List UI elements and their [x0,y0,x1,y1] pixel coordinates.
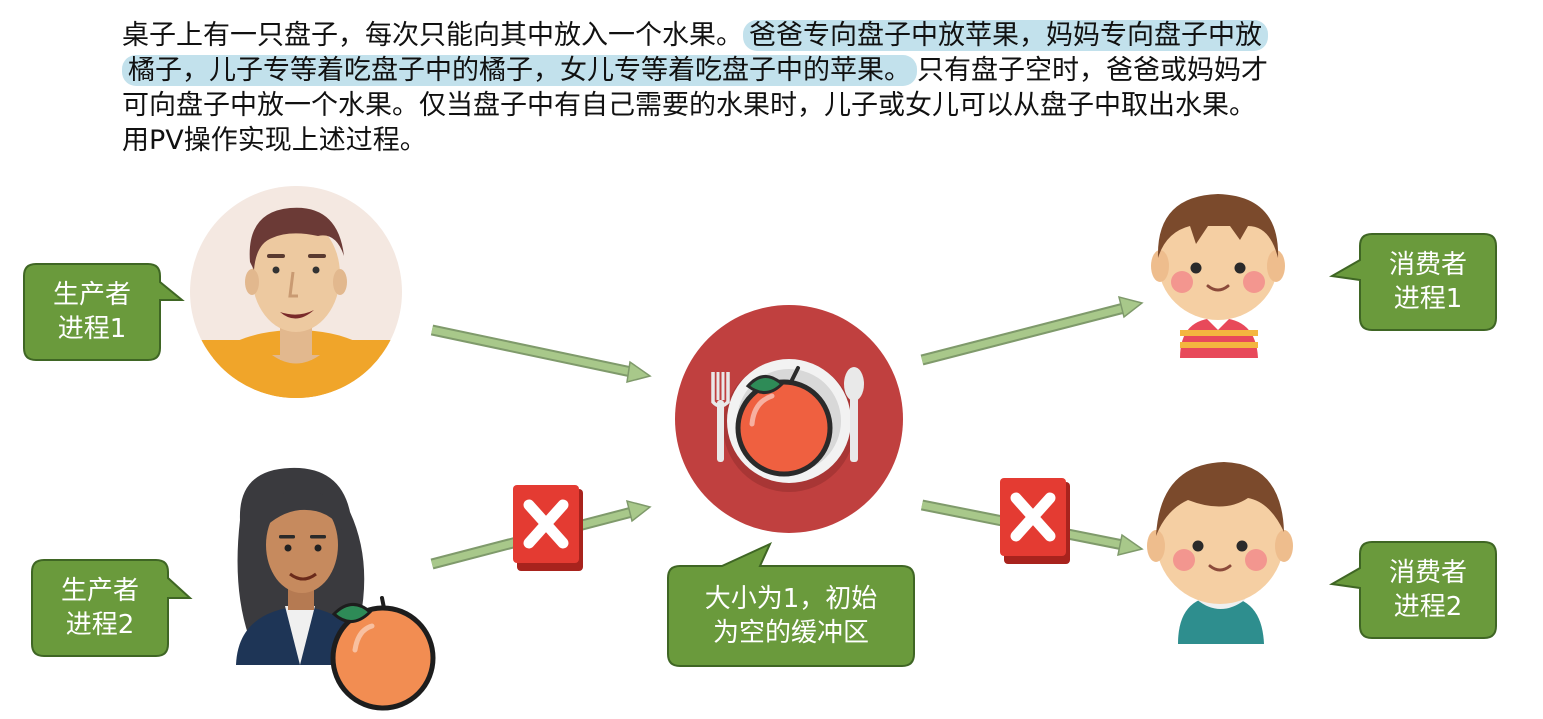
label-producer2: 生产者 进程2 [60,576,139,640]
orange-icon [330,596,436,711]
label-consumer1: 消费者 进程1 [1388,250,1467,314]
label-buffer: 大小为1，初始 为空的缓冲区 [704,584,878,648]
highlight-1: 爸爸专向盘子中放苹果，妈妈专向盘子中放 [743,20,1268,51]
girl-avatar-icon [1147,462,1293,644]
label-consumer2: 消费者 进程2 [1388,558,1467,622]
callout-consumer2 [1328,541,1497,639]
label-producer1: 生产者 进程1 [52,280,131,344]
problem-line-2: 橘子，儿子专等着吃盘子中的橘子，女儿专等着吃盘子中的苹果。只有盘子空时，爸爸或妈… [122,53,1432,88]
problem-line-1: 桌子上有一只盘子，每次只能向其中放入一个水果。爸爸专向盘子中放苹果，妈妈专向盘子… [122,18,1432,53]
problem-statement: 桌子上有一只盘子，每次只能向其中放入一个水果。爸爸专向盘子中放苹果，妈妈专向盘子… [122,18,1432,158]
problem-line-3: 可向盘子中放一个水果。仅当盘子中有自己需要的水果时，儿子或女儿可以从盘子中取出水… [122,90,1256,121]
callout-producer1 [23,263,185,361]
man-avatar-icon [190,186,402,398]
arrow-producer1-to-buffer [430,324,652,384]
arrow-buffer-to-consumer1 [920,295,1144,366]
red-x-icon [513,485,583,571]
highlight-2: 橘子，儿子专等着吃盘子中的橘子，女儿专等着吃盘子中的苹果。 [122,55,917,86]
red-x-icon [1000,478,1070,564]
callout-consumer1 [1328,233,1497,331]
callout-producer2 [31,559,193,657]
plate-with-orange-icon [675,305,903,533]
boy-avatar-icon [1151,194,1285,358]
woman-avatar-icon [236,467,366,665]
callout-buffer [667,541,915,667]
problem-line-4: 用PV操作实现上述过程。 [122,125,427,156]
